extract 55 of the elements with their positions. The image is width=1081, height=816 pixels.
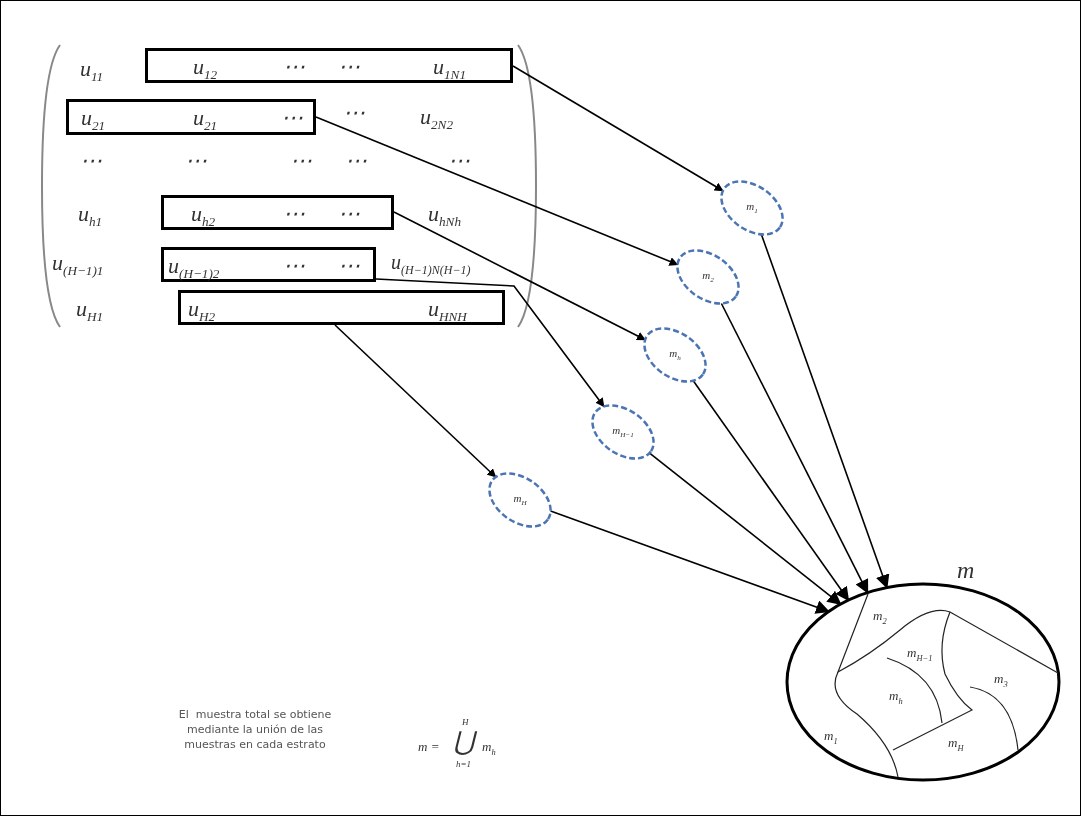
matrix-entry: u$_{21}$ [81, 107, 106, 133]
arrow [692, 380, 850, 602]
matrix-entry: ⋯ [343, 102, 365, 124]
selection-box [145, 48, 513, 83]
region-label: m$_{h}$ [889, 688, 903, 703]
matrix-entry: ⋯ [80, 150, 102, 172]
formula-term: h=1 [456, 760, 472, 769]
matrix-entry: u$_{h1}$ [78, 203, 103, 229]
sample-label: m$_{2}$ [702, 269, 714, 285]
matrix-entry: u$_{21}$ [193, 107, 218, 133]
matrix-entry: ⋯ [281, 107, 303, 129]
arrow [334, 324, 497, 478]
region-label: m$_{3}$ [994, 671, 1008, 686]
region-label: m$_{2}$ [873, 608, 887, 623]
arrow [648, 452, 842, 605]
matrix-entry: u$_{12}$ [193, 56, 218, 82]
matrix-entry: ⋯ [338, 203, 360, 225]
region-label: m$_{H}$ [948, 735, 964, 750]
arrow [720, 302, 869, 594]
matrix-entry: u$_{11}$ [80, 58, 104, 84]
sample-label: m$_{H−1}$ [612, 424, 634, 440]
matrix-entry: ⋯ [290, 150, 312, 172]
matrix-entry: u$_{H1}$ [76, 298, 104, 324]
selection-box [66, 99, 316, 135]
matrix-entry: u$_{(H−1)1}$ [52, 252, 104, 278]
selection-box [161, 247, 376, 282]
ellipse-heading: m [957, 558, 975, 582]
region-label: m$_{H−1}$ [907, 645, 933, 660]
sample-label: m$_{h}$ [669, 347, 681, 363]
matrix-entry: ⋯ [448, 150, 470, 172]
arrow [760, 233, 890, 589]
note-text: El muestra total se obtiene mediante la unión de las muestras en cada estrato [177, 708, 333, 753]
matrix-entry: ⋯ [338, 255, 360, 277]
matrix-entry: ⋯ [185, 150, 207, 172]
arrow [315, 116, 679, 266]
matrix-entry: u$_{(H−1)2}$ [168, 255, 220, 281]
arrow [512, 65, 724, 192]
arrow [375, 278, 605, 408]
selection-box [161, 195, 394, 230]
matrix-entry: ⋯ [283, 255, 305, 277]
arrow [549, 510, 830, 614]
formula-term: m$_{h}$ [482, 740, 496, 757]
matrix-entry: ⋯ [283, 203, 305, 225]
matrix-entry: u$_{h2}$ [191, 203, 216, 229]
formula-term: H [462, 718, 469, 727]
matrix-entry: ⋯ [345, 150, 367, 172]
arrow [393, 211, 646, 341]
selection-box [178, 290, 505, 325]
sample-label: m$_{H}$ [513, 492, 527, 508]
matrix-entry: ⋯ [338, 56, 360, 78]
formula-term: m = [418, 740, 440, 753]
matrix-entry: ⋯ [283, 56, 305, 78]
region-label: m$_{1}$ [824, 728, 838, 743]
sample-label: m$_{1}$ [746, 200, 758, 216]
matrix-entry: u$_{H2}$ [188, 298, 216, 324]
